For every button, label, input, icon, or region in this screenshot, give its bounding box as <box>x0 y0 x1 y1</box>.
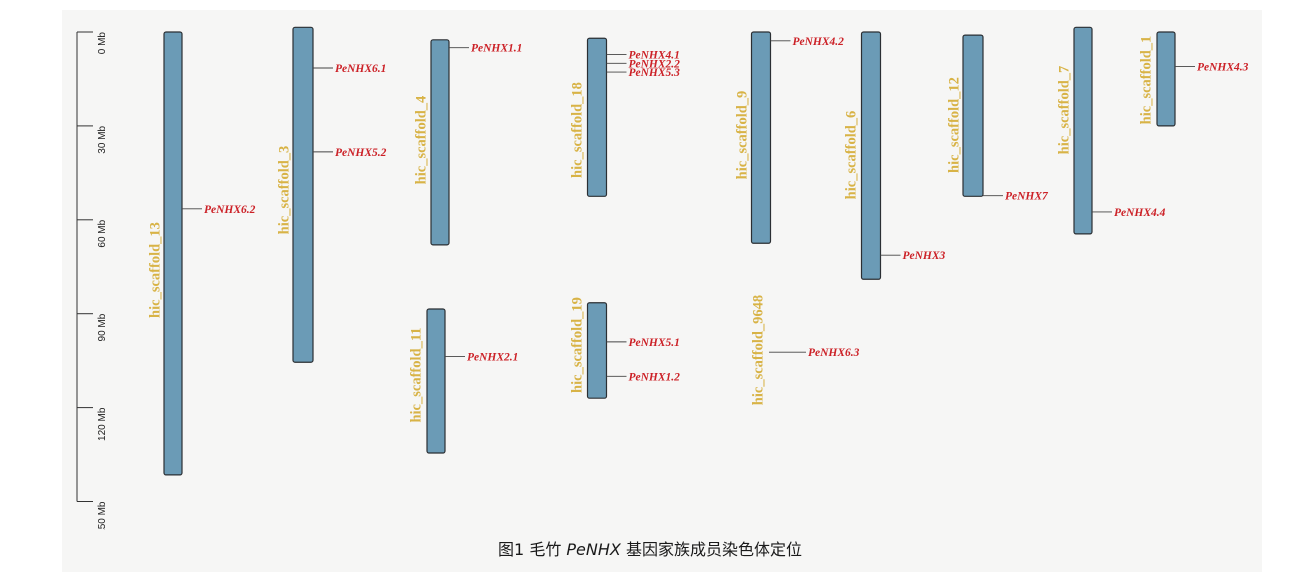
chromosome-bar <box>750 31 772 244</box>
gene-label: PeNHX2.2 <box>629 58 681 70</box>
scaffold-label: hic_scaffold_1 <box>1138 36 1154 125</box>
gene-label: PeNHX4.2 <box>793 36 845 48</box>
chromosome-hic_scaffold_13: hic_scaffold_13 PeNHX6.2 <box>147 31 256 476</box>
gene-label: PeNHX6.2 <box>204 204 256 216</box>
gene-label: PeNHX6.3 <box>808 347 860 359</box>
scale-tick-label: 60 Mb <box>97 219 108 247</box>
chromosome-hic_scaffold_9: hic_scaffold_9 PeNHX4.2 <box>734 31 845 244</box>
chromosome-bar <box>292 26 314 363</box>
chromosome-bar <box>1156 31 1176 127</box>
scaffold-label: hic_scaffold_7 <box>1056 66 1072 155</box>
scale-tick-label: 30 Mb <box>97 125 108 153</box>
scaffold-label: hic_scaffold_13 <box>147 222 163 318</box>
caption-gene-family: PeNHX <box>566 540 621 559</box>
gene-label: PeNHX6.1 <box>335 63 386 75</box>
scaffold-label: hic_scaffold_9 <box>734 91 750 180</box>
scale-tick-label: 0 Mb <box>97 32 108 55</box>
chromosome-bar <box>962 34 984 197</box>
chromosome-bar <box>586 37 608 197</box>
chromosome-bar <box>430 39 450 246</box>
scaffold-label: hic_scaffold_12 <box>946 77 962 173</box>
chromosome-bar <box>1073 26 1093 235</box>
scaffold-label: hic_scaffold_11 <box>408 327 424 422</box>
chromosome-map: 0 Mb 30 Mb 60 Mb 90 Mb 120 Mb 150 Mb hic_scaf… <box>76 26 1249 530</box>
gene-label: PeNHX5.2 <box>335 147 387 159</box>
gene-label: PeNHX3 <box>903 250 946 262</box>
gene-label: PeNHX4.3 <box>1197 61 1249 73</box>
gene-label: PeNHX2.1 <box>467 352 518 364</box>
chromosome-bar <box>860 31 882 280</box>
scaffold-label: hic_scaffold_3 <box>276 146 292 235</box>
scaffold-label: hic_scaffold_6 <box>843 111 859 200</box>
chromosome-hic_scaffold_11: hic_scaffold_11 PeNHX2.1 <box>408 308 518 454</box>
gene-label: PeNHX4.1 <box>629 50 680 62</box>
gene-label: PeNHX5.3 <box>629 67 681 79</box>
gene-label: PeNHX1.1 <box>471 43 522 55</box>
caption-suffix: 基因家族成员染色体定位 <box>620 540 802 559</box>
scaffold-label: hic_scaffold_9648 <box>750 295 766 405</box>
chromosome-bar <box>586 302 608 399</box>
chromosome-bar <box>426 308 446 454</box>
mb-scale-axis: 0 Mb 30 Mb 60 Mb 90 Mb 120 Mb 150 Mb <box>76 31 108 530</box>
chromosome-hic_scaffold_1: hic_scaffold_1 PeNHX4.3 <box>1138 31 1249 127</box>
caption-prefix: 图1 毛竹 <box>498 540 567 559</box>
scale-tick-label: 120 Mb <box>97 407 108 441</box>
figure-caption: 图1 毛竹 PeNHX 基因家族成员染色体定位 <box>0 536 1300 560</box>
gene-label: PeNHX7 <box>1005 191 1049 203</box>
scaffold-label: hic_scaffold_19 <box>569 297 585 393</box>
scale-tick-label: 150 Mb <box>97 501 108 530</box>
scaffold-label: hic_scaffold_4 <box>413 96 429 185</box>
chromosome-hic_scaffold_4: hic_scaffold_4 PeNHX1.1 <box>413 39 522 246</box>
scaffold-label: hic_scaffold_18 <box>569 82 585 178</box>
scale-tick-label: 90 Mb <box>97 313 108 341</box>
chromosome-bar <box>163 31 183 476</box>
gene-label: PeNHX5.1 <box>629 337 680 349</box>
gene-label: PeNHX4.4 <box>1114 207 1166 219</box>
gene-label: PeNHX1.2 <box>629 371 681 383</box>
figure-panel <box>62 10 1262 572</box>
chromosome-hic_scaffold_9648: hic_scaffold_9648 PeNHX6.3 <box>750 295 859 405</box>
